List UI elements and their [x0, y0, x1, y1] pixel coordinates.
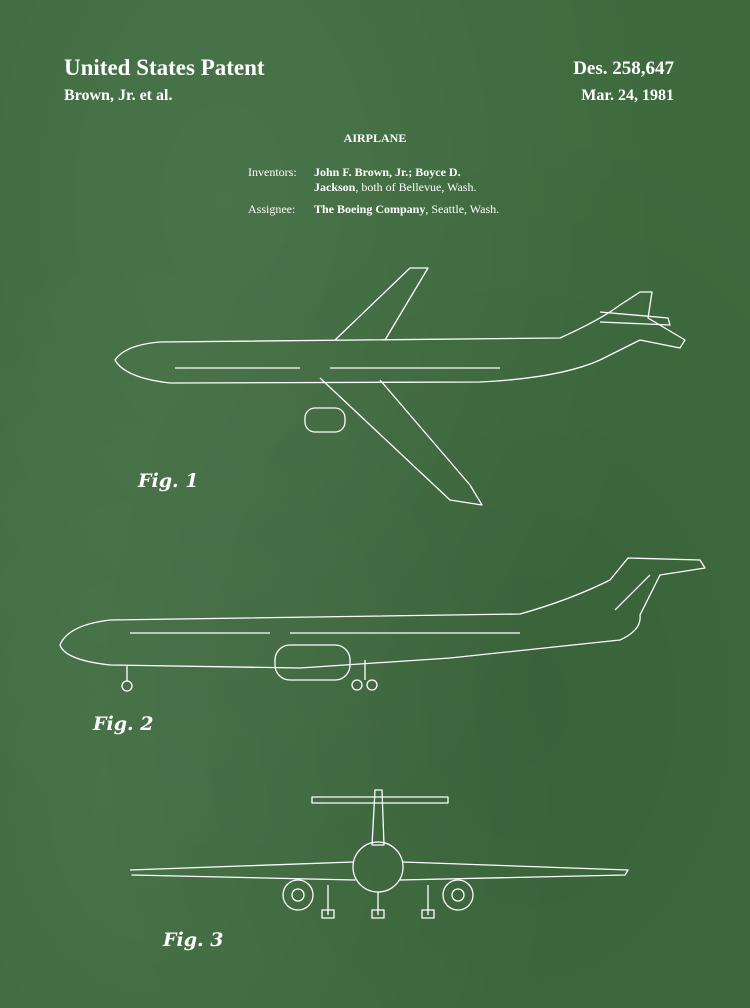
inventor-name: Jackson [314, 180, 356, 194]
inventor-short: Brown, Jr. et al. [64, 87, 173, 104]
patent-number: Des. 258,647 [573, 58, 674, 79]
fig1-label: Fig. 1 [138, 470, 199, 492]
assignee-label: Assignee: [248, 202, 296, 216]
inventors-line1: John F. Brown, Jr.; Boyce D. [314, 165, 461, 179]
fig1-drawing [114, 267, 686, 506]
fig3-drawing [129, 789, 629, 919]
inventor-location: , both of Bellevue, Wash. [355, 180, 477, 194]
fig3-label: Fig. 3 [163, 929, 224, 951]
patent-title: AIRPLANE [343, 131, 407, 145]
fig2-drawing [59, 557, 706, 692]
assignee-name: The Boeing Company [314, 202, 426, 216]
fig2-label: Fig. 2 [93, 713, 154, 735]
assignee: The Boeing Company, Seattle, Wash. [314, 202, 499, 217]
assignee-location: , Seattle, Wash. [425, 202, 500, 216]
inventors-label: Inventors: [248, 165, 297, 179]
inventors-line2: Jackson, both of Bellevue, Wash. [314, 180, 476, 195]
patent-date: Mar. 24, 1981 [581, 87, 674, 104]
document-title: United States Patent [64, 55, 265, 80]
